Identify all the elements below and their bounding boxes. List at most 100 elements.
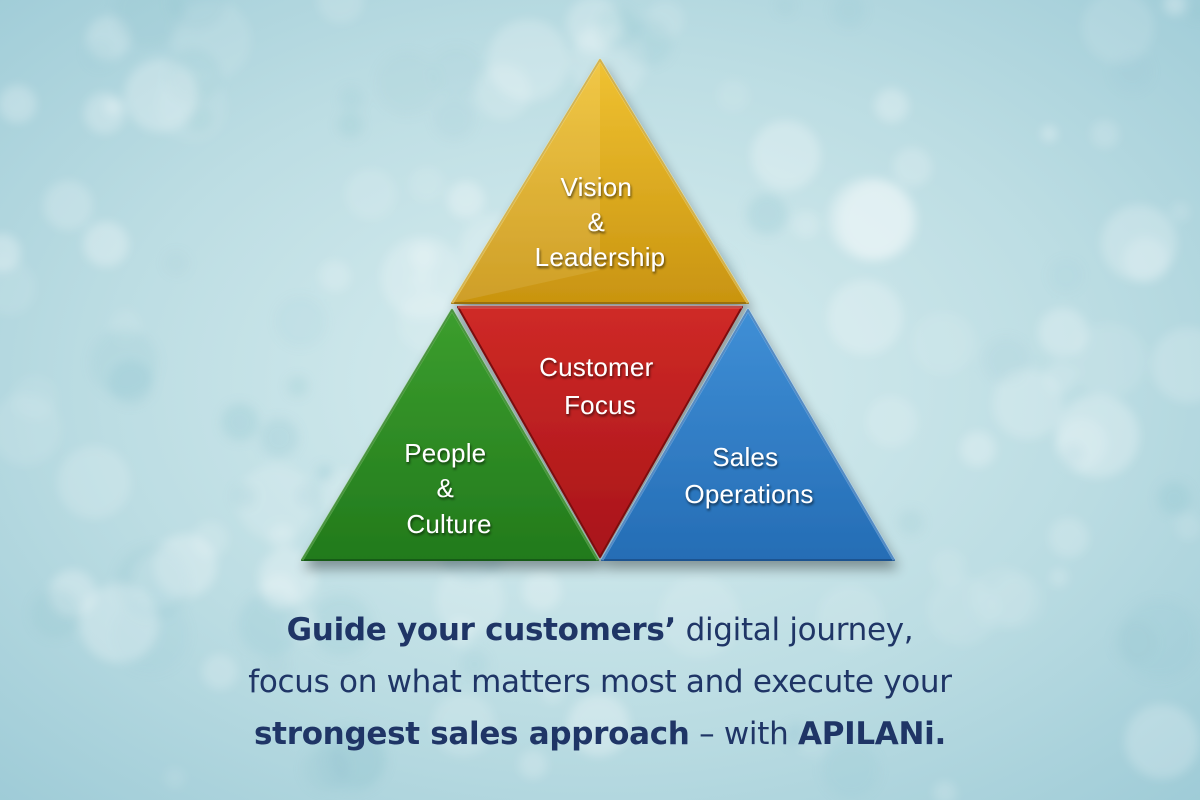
tagline-line-1: Guide your customers’ digital journey,: [0, 604, 1200, 656]
bokeh-dot: [237, 464, 315, 541]
bokeh-dot: [232, 484, 257, 509]
bokeh-dot: [1048, 517, 1089, 558]
bokeh-dot: [192, 521, 229, 558]
bokeh-dot: [1072, 322, 1147, 398]
bokeh-dot: [0, 84, 37, 124]
bokeh-dot: [751, 120, 821, 191]
bokeh-dot: [1157, 481, 1191, 515]
label-people-amp: &: [437, 473, 455, 503]
bokeh-dot: [522, 571, 562, 611]
bokeh-dot: [446, 618, 475, 647]
bokeh-dot: [1049, 259, 1083, 292]
bokeh-dot: [259, 418, 299, 457]
bokeh-dot: [317, 0, 364, 24]
label-vision-amp: &: [588, 207, 606, 237]
bokeh-dot: [201, 653, 238, 690]
bokeh-dot: [310, 594, 372, 656]
label-customer-focus: Customer Focus: [539, 352, 661, 420]
bokeh-dot: [433, 98, 475, 140]
bokeh-dot: [376, 52, 440, 116]
bokeh-dot: [345, 168, 397, 220]
bokeh-dot: [258, 548, 318, 608]
bokeh-dot: [83, 221, 129, 267]
bokeh-dot: [287, 376, 308, 397]
bokeh-dot: [1124, 704, 1200, 779]
bokeh-dot: [832, 0, 865, 28]
label-sales-operations: Sales Operations: [684, 442, 813, 509]
segment-customer-focus: [457, 305, 743, 558]
bokeh-dot: [898, 509, 924, 535]
bokeh-dot: [1090, 119, 1120, 149]
bokeh-dot: [1081, 0, 1155, 64]
label-leadership-line: Leadership: [535, 242, 666, 272]
bokeh-dot: [156, 71, 228, 143]
label-vision-line: Vision: [561, 172, 633, 202]
bokeh-dot: [318, 260, 351, 292]
bokeh-dot: [930, 548, 966, 584]
label-people-line: People: [404, 438, 486, 468]
tagline-rest-1: digital journey,: [676, 612, 914, 648]
bokeh-dot: [337, 112, 364, 138]
bokeh-dot: [11, 374, 58, 421]
tagline-mid-3: – with: [689, 716, 798, 752]
bokeh-dot: [0, 233, 21, 272]
bokeh-dot: [85, 40, 114, 69]
bokeh-dot: [303, 745, 350, 792]
bokeh-dot: [817, 584, 884, 651]
bokeh-dot: [716, 78, 750, 112]
bokeh-dot: [104, 98, 122, 116]
bokeh-dot: [90, 329, 158, 397]
bokeh-dot: [911, 311, 976, 375]
bokeh-dot: [518, 750, 548, 779]
bokeh-dot: [132, 551, 189, 608]
bokeh-dot: [776, 0, 794, 15]
bokeh-dot: [1101, 204, 1178, 281]
segment-sales-operations: [600, 308, 896, 561]
bokeh-dot: [164, 251, 189, 276]
bokeh-dot: [1170, 201, 1191, 222]
bokeh-dot: [798, 729, 827, 758]
bokeh-dot: [1119, 599, 1199, 679]
label-culture-line: Culture: [406, 509, 491, 539]
label-sales-line: Sales: [712, 442, 778, 472]
bokeh-dot: [746, 194, 788, 235]
bokeh-dot: [1189, 2, 1200, 21]
bokeh-dot: [926, 575, 998, 646]
bokeh-dot: [57, 445, 131, 519]
tagline-bold-3: strongest sales approach: [254, 716, 690, 752]
tagline-bold-1: Guide your customers’: [286, 612, 677, 648]
label-customer-line: Customer: [539, 352, 653, 382]
bokeh-dot: [1041, 125, 1058, 142]
bokeh-dot: [164, 767, 186, 789]
bokeh-dot: [1151, 327, 1200, 403]
bokeh-dot: [275, 296, 327, 347]
bokeh-dot: [892, 147, 933, 187]
bokeh-dot: [1175, 513, 1200, 541]
bokeh-dot: [221, 403, 259, 441]
bokeh-dot: [540, 681, 565, 705]
bokeh-dot: [658, 575, 741, 658]
bokeh-dot: [1056, 417, 1107, 469]
segment-vision-leadership: [450, 58, 750, 304]
bokeh-dot: [959, 431, 996, 468]
bokeh-dot: [865, 395, 918, 448]
bokeh-dot: [933, 781, 957, 800]
bokeh-dot: [408, 166, 445, 203]
bokeh-dot: [432, 693, 495, 757]
bokeh-dot: [295, 482, 321, 509]
bokeh-dot: [79, 583, 159, 663]
bokeh-dot: [460, 650, 489, 679]
bokeh-dot: [1049, 567, 1069, 588]
segment-people-culture: [300, 308, 600, 561]
bokeh-dot: [827, 279, 903, 355]
bokeh-dot: [31, 588, 81, 639]
bokeh-dot: [828, 177, 912, 261]
bokeh-dot: [567, 694, 630, 757]
bokeh-dot: [1163, 0, 1187, 16]
bokeh-dot: [435, 565, 505, 636]
label-people-culture: People & Culture: [404, 438, 494, 539]
label-vision-leadership: Vision & Leadership: [535, 172, 666, 272]
bokeh-dot: [238, 592, 302, 656]
